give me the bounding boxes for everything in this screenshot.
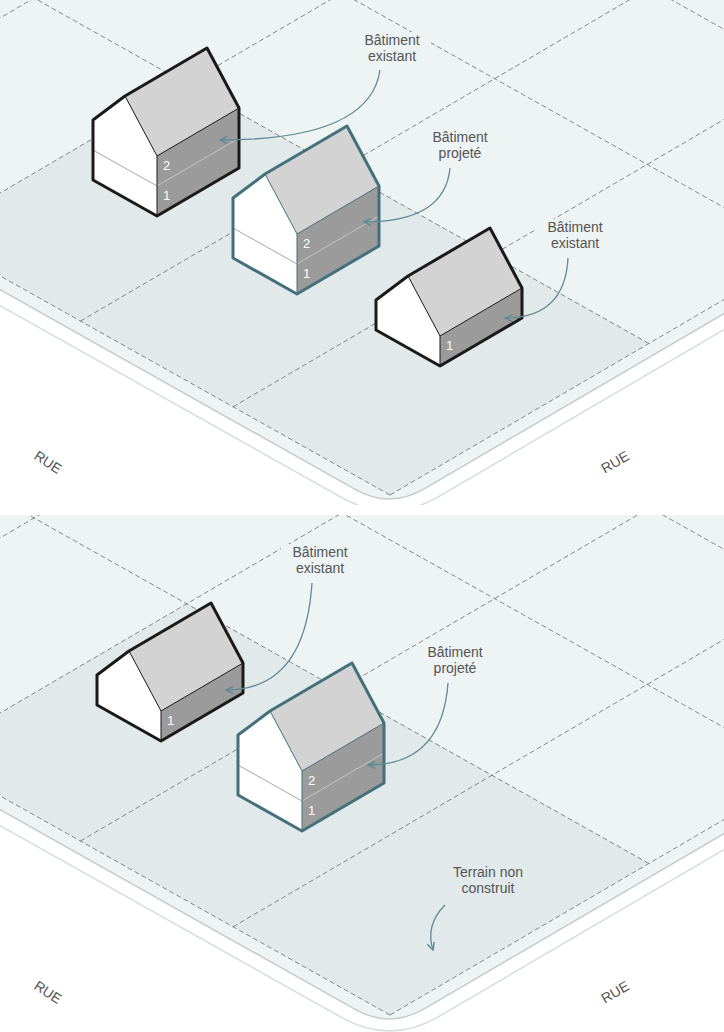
lot-line: [0, 515, 724, 584]
projected-building: 21: [234, 659, 388, 835]
floor-number: 2: [163, 159, 170, 173]
lot-line: [0, 515, 649, 864]
curb: [0, 0, 724, 499]
callout-label: Terrain non construit: [435, 864, 541, 896]
ground-panel: [0, 0, 724, 505]
leader-line: [431, 905, 445, 950]
lot-line: [0, 515, 724, 591]
existing-building: 21: [89, 44, 243, 220]
floor-number: 2: [303, 237, 310, 251]
ground: [0, 515, 724, 1019]
building-outline: [93, 48, 239, 216]
side-wall: [297, 186, 379, 294]
side-wall: [157, 108, 239, 216]
floor-number: 1: [308, 804, 315, 818]
lot-line: [0, 0, 724, 71]
lots-shade: [0, 84, 649, 495]
lot-line: [233, 515, 724, 927]
floor-number: 2: [308, 774, 315, 788]
side-wall: [161, 663, 243, 741]
floor-line: [93, 150, 157, 186]
callout-label: Bâtiment projeté: [416, 644, 494, 676]
lot-line: [0, 0, 649, 344]
lot-line: [0, 515, 724, 773]
lot-line: [0, 0, 390, 495]
lot-line: [0, 515, 724, 670]
side-wall: [440, 288, 522, 366]
lot-line: [390, 515, 724, 1015]
callout-label: Bâtiment existant: [281, 544, 359, 576]
building-edge: [270, 711, 384, 831]
lot-line: [390, 0, 724, 495]
curb: [0, 0, 724, 505]
floor-line: [157, 138, 239, 186]
existing-building: 1: [93, 599, 247, 745]
lot-line: [0, 515, 390, 1015]
floor-line: [238, 765, 302, 801]
curb: [0, 515, 724, 1019]
building-outline: [376, 228, 522, 366]
lot-line: [80, 515, 724, 841]
street-name: RUE: [596, 976, 635, 1008]
callout-label: Bâtiment projeté: [421, 129, 499, 161]
building-outline: [238, 663, 384, 831]
street-name: RUE: [29, 446, 68, 479]
building-outline: [97, 603, 243, 741]
floor-line: [233, 228, 297, 264]
building-edge: [265, 174, 379, 294]
building-edge: [125, 96, 239, 216]
existing-building: 1: [372, 224, 526, 370]
floor-number: 1: [303, 267, 310, 281]
street-name: RUE: [29, 976, 68, 1009]
side-wall: [302, 723, 384, 831]
callout-label: Bâtiment existant: [536, 219, 614, 251]
lot-line: [0, 0, 724, 64]
building-outline: [233, 126, 379, 294]
floor-number: 1: [446, 339, 453, 353]
projected-building: 21: [229, 122, 383, 298]
lot-line: [80, 0, 724, 321]
lot-line: [0, 515, 724, 682]
floor-line: [297, 216, 379, 264]
lots-shade: [0, 604, 649, 1015]
curb: [0, 515, 724, 1031]
ground-panel: [0, 515, 724, 1031]
floor-number: 1: [167, 714, 174, 728]
callout-label: Bâtiment existant: [353, 32, 431, 64]
ground: [0, 0, 724, 499]
floor-line: [302, 753, 384, 801]
leader-line: [220, 70, 380, 140]
lot-line: [233, 0, 724, 407]
street-name: RUE: [596, 446, 635, 478]
floor-number: 1: [163, 189, 170, 203]
